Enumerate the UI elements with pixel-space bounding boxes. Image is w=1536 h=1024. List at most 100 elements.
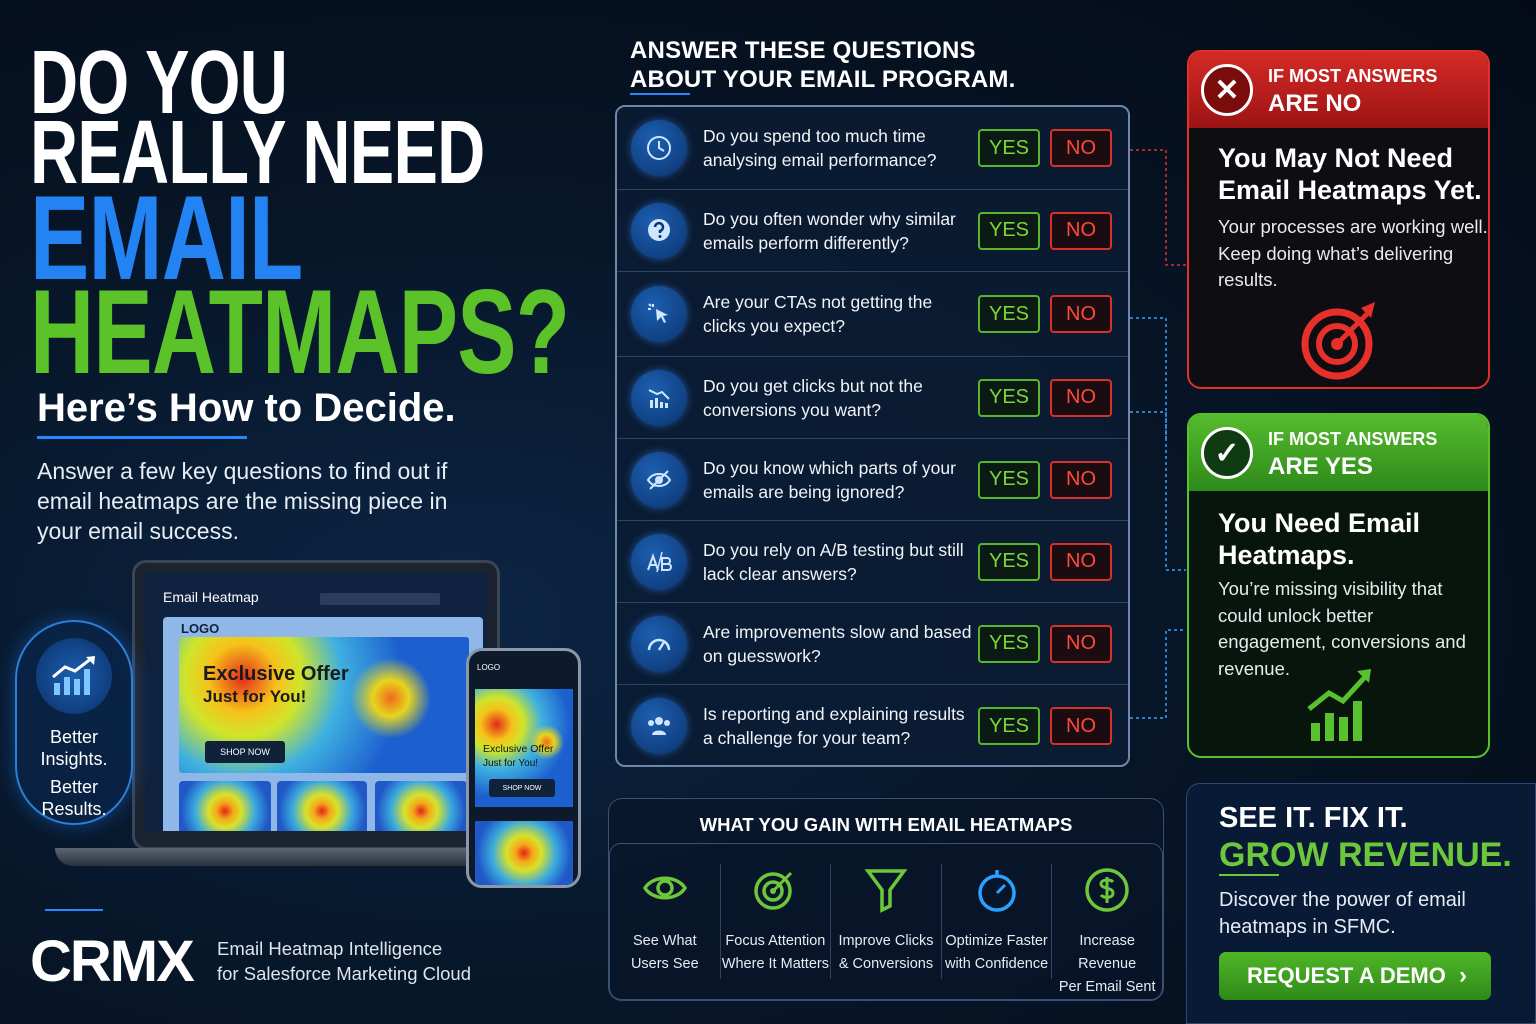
question-row: Is reporting and explaining results a ch… (617, 685, 1128, 767)
yes-button[interactable]: YES (978, 129, 1040, 167)
cta-body: Discover the power of email heatmaps in … (1219, 889, 1466, 938)
gain-item: Improve Clicks & Conversions (831, 864, 942, 979)
no-button[interactable]: NO (1050, 542, 1112, 581)
question-row: Do you spend too much time analysing ema… (617, 107, 1128, 190)
headline-line-3: EMAIL (30, 171, 303, 305)
target-arrow-icon (1301, 302, 1375, 380)
question-text: Do you often wonder why similar emails p… (703, 208, 956, 253)
gain-label-line-2: Users See (630, 956, 699, 972)
question-text: Do you know which parts of your emails a… (703, 457, 956, 502)
stopwatch-icon (977, 870, 1016, 912)
laptop-base (55, 848, 525, 866)
question-bubble-icon (631, 202, 687, 259)
heatmap-hero: Exclusive Offer Just for You! SHOP NOW (179, 637, 469, 773)
phone-offer-line-2: Just for You! (483, 758, 539, 769)
no-card-title: You May Not Need Email Heatmaps Yet. (1218, 143, 1482, 205)
no-button[interactable]: NO (1050, 211, 1112, 250)
question-text: Do you spend too much time analysing ema… (703, 126, 937, 170)
questions-heading-line-1: ANSWER THESE QUESTIONS (630, 37, 976, 64)
checkmark-icon: ✓ (1201, 427, 1253, 479)
phone-logo: LOGO (477, 663, 501, 672)
subheadline: Here’s How to Decide. (37, 386, 456, 430)
phone-offer-line-1: Exclusive Offer (483, 743, 554, 755)
question-text: Do you rely on A/B testing but still lac… (703, 539, 964, 584)
yes-button[interactable]: YES (978, 542, 1040, 581)
brand-tagline-2: for Salesforce Marketing Cloud (217, 963, 471, 984)
yes-button[interactable]: YES (978, 378, 1040, 417)
questions-heading-underline (630, 93, 690, 95)
phone-mockup: LOGO Exclusive Offer Just for You! SHOP … (466, 648, 581, 888)
dollar-icon (1085, 868, 1129, 912)
badge-line-1: Better Insights. (40, 727, 108, 769)
question-row: Do you rely on A/B testing but still lac… (617, 521, 1128, 603)
brand-divider (45, 909, 103, 911)
target-icon (754, 871, 793, 910)
yes-button[interactable]: YES (978, 460, 1040, 499)
gain-label-line-1: Optimize Faster (945, 933, 1048, 949)
subheadline-underline (37, 436, 247, 439)
question-row: Do you get clicks but not the conversion… (617, 357, 1128, 439)
question-text: Is reporting and explaining results a ch… (703, 704, 965, 748)
gains-panel: WHAT YOU GAIN WITH EMAIL HEATMAPS See Wh… (608, 798, 1164, 1001)
search-bar-placeholder (320, 593, 440, 605)
gain-label-line-1: See What (632, 933, 697, 949)
questions-panel: Do you spend too much time analysing ema… (615, 105, 1130, 767)
insights-badge: Better Insights. Better Results. (15, 620, 133, 825)
request-demo-button[interactable]: REQUEST A DEMO › (1219, 952, 1491, 1000)
no-card-label-2: ARE NO (1268, 90, 1362, 117)
gain-label-line-2: Where It Matters (721, 956, 829, 972)
no-button[interactable]: NO (1050, 707, 1112, 745)
phone-heatmap-products (475, 821, 573, 885)
heatmap-product-1 (179, 781, 271, 831)
email-preview: LOGO Exclusive Offer Just for You! SHOP … (163, 617, 483, 831)
yes-card-label-1: IF MOST ANSWERS (1268, 429, 1438, 449)
no-result-card: ✕ IF MOST ANSWERS ARE NO You May Not Nee… (1187, 50, 1490, 389)
no-button[interactable]: NO (1050, 460, 1112, 499)
laptop-title: Email Heatmap (163, 589, 259, 605)
no-button[interactable]: NO (1050, 624, 1112, 663)
cta-line-2: GROW REVENUE. (1219, 836, 1512, 874)
headline-line-1: DO YOU (30, 33, 288, 133)
question-text: Are improvements slow and based on guess… (703, 621, 972, 666)
question-row: Are your CTAs not getting the clicks you… (617, 272, 1128, 357)
no-button[interactable]: NO (1050, 378, 1112, 417)
shop-now-button[interactable]: SHOP NOW (205, 741, 285, 763)
heatmap-product-2 (277, 781, 367, 831)
yes-button[interactable]: YES (978, 211, 1040, 250)
yes-button[interactable]: YES (978, 295, 1040, 333)
ab-test-icon (631, 533, 687, 590)
no-button[interactable]: NO (1050, 129, 1112, 167)
funnel-icon (864, 869, 908, 913)
badge-line-2: Better Results. (41, 777, 107, 819)
connector-lines (1130, 149, 1186, 719)
questions-heading-line-2: ABOUT YOUR EMAIL PROGRAM. (630, 66, 1016, 93)
crmx-logo: CRMX (30, 929, 195, 994)
heatmap-product-3 (375, 781, 467, 831)
gain-label-line-2: & Conversions (838, 956, 934, 972)
yes-result-card: ✓ IF MOST ANSWERS ARE YES You Need Email… (1187, 413, 1490, 758)
yes-card-title: You Need Email Heatmaps. (1218, 508, 1421, 570)
clock-icon (631, 120, 687, 176)
request-demo-label: REQUEST A DEMO (1247, 963, 1446, 988)
team-icon (631, 698, 687, 754)
phone-shop-now-button[interactable]: SHOP NOW (489, 779, 555, 797)
question-row: Are improvements slow and based on guess… (617, 603, 1128, 685)
yes-button[interactable]: YES (978, 707, 1040, 745)
no-card-label-1: IF MOST ANSWERS (1268, 66, 1438, 86)
intro-text: Answer a few key questions to find out i… (37, 458, 448, 544)
gain-label-line-1: Increase Revenue (1078, 933, 1137, 972)
gain-label-line-2: Per Email Sent (1058, 979, 1156, 995)
offer-line-1: Exclusive Offer (203, 663, 349, 685)
close-x-icon: ✕ (1201, 64, 1253, 116)
gain-label-line-1: Improve Clicks (838, 933, 934, 949)
yes-button[interactable]: YES (978, 624, 1040, 663)
offer-line-2: Just for You! (203, 687, 307, 706)
no-button[interactable]: NO (1050, 295, 1112, 333)
questions-heading: ANSWER THESE QUESTIONS ABOUT YOUR EMAIL … (630, 36, 1015, 94)
eye-slash-icon (631, 451, 687, 508)
question-text: Are your CTAs not getting the clicks you… (703, 292, 933, 336)
question-row: Do you know which parts of your emails a… (617, 439, 1128, 521)
bar-chart-up-icon (36, 638, 112, 714)
